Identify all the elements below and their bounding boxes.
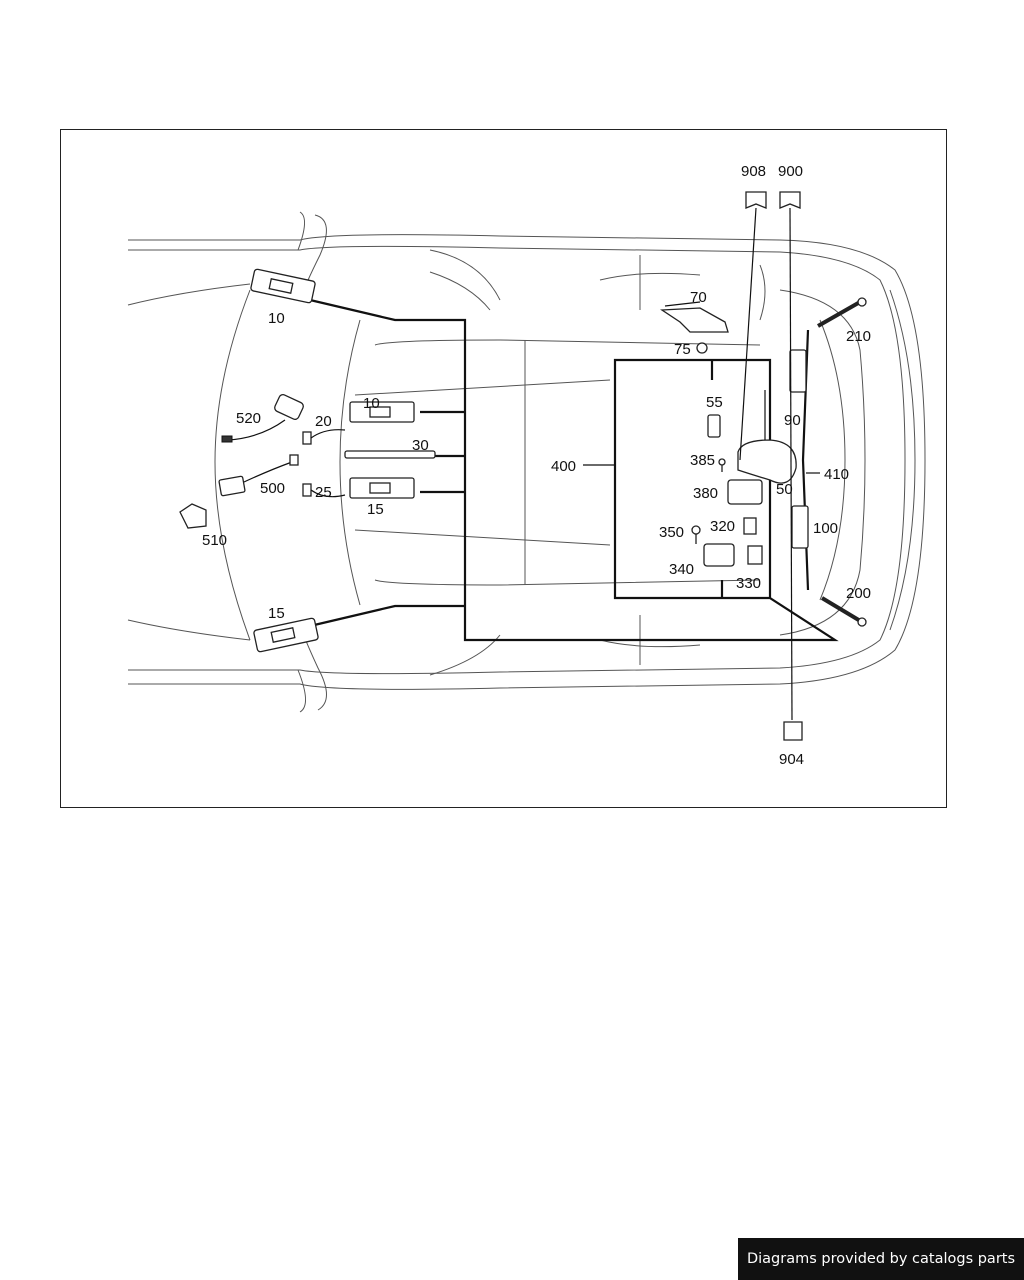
part-330-relay [747,545,763,565]
part-385-screw [718,458,726,472]
part-908-connector [739,191,767,461]
part-320-clip [743,517,757,535]
callout-340: 340 [669,561,694,578]
callout-10-front-left: 10 [268,310,285,327]
callout-350: 350 [659,524,684,541]
callout-520: 520 [236,410,261,427]
part-200-strut [820,596,867,627]
part-30-antenna-rod [344,450,436,459]
callout-10-inner: 10 [363,395,380,412]
callout-100: 100 [813,520,838,537]
part-510-bracket [179,503,207,529]
part-340-module [703,543,735,567]
part-900-connector [779,191,801,721]
part-10-inner-antenna [349,401,415,423]
part-70-bracket [660,301,729,333]
callout-30: 30 [412,437,429,454]
callout-20: 20 [315,413,332,430]
part-90-antenna [789,349,807,393]
callout-400: 400 [551,458,576,475]
part-380-control-unit [727,479,763,505]
callout-900: 900 [778,163,803,180]
part-10-front-left-antenna [250,268,316,304]
callout-50: 50 [776,481,793,498]
callout-55: 55 [706,394,723,411]
part-50-cover [737,390,797,530]
parts-diagram-frame [60,129,947,808]
callout-908: 908 [741,163,766,180]
part-15-inner-antenna [349,477,415,499]
callout-410: 410 [824,466,849,483]
callout-25: 25 [315,484,332,501]
callout-510: 510 [202,532,227,549]
callout-200: 200 [846,585,871,602]
callout-15-inner: 15 [367,501,384,518]
credit-text: Diagrams provided by catalogs parts [746,1251,1016,1267]
parts-20-25-connectors [302,429,346,498]
callout-380: 380 [693,485,718,502]
callout-210: 210 [846,328,871,345]
callout-90: 90 [784,412,801,429]
callout-labels: 10 15 10 15 20 25 30 520 500 510 70 75 5… [202,163,871,768]
callout-904: 904 [779,751,804,768]
callout-15-front-right: 15 [268,605,285,622]
part-210-strut [817,297,867,328]
part-500-module [218,454,299,497]
vehicle-outline [127,211,926,713]
part-904-connector [783,721,803,741]
callout-320: 320 [710,518,735,535]
part-350-screw [691,525,701,544]
part-15-front-right-antenna [253,617,319,653]
callout-385: 385 [690,452,715,469]
callout-500: 500 [260,480,285,497]
callout-75: 75 [674,341,691,358]
part-520-sensor [221,394,304,443]
credit-banner: Diagrams provided by catalogs parts [738,1238,1024,1280]
callout-70: 70 [690,289,707,306]
part-55-relay [707,414,721,438]
callout-leaders [583,464,820,474]
part-100-antenna [791,505,809,549]
part-75-nut [696,342,708,354]
callout-330: 330 [736,575,761,592]
